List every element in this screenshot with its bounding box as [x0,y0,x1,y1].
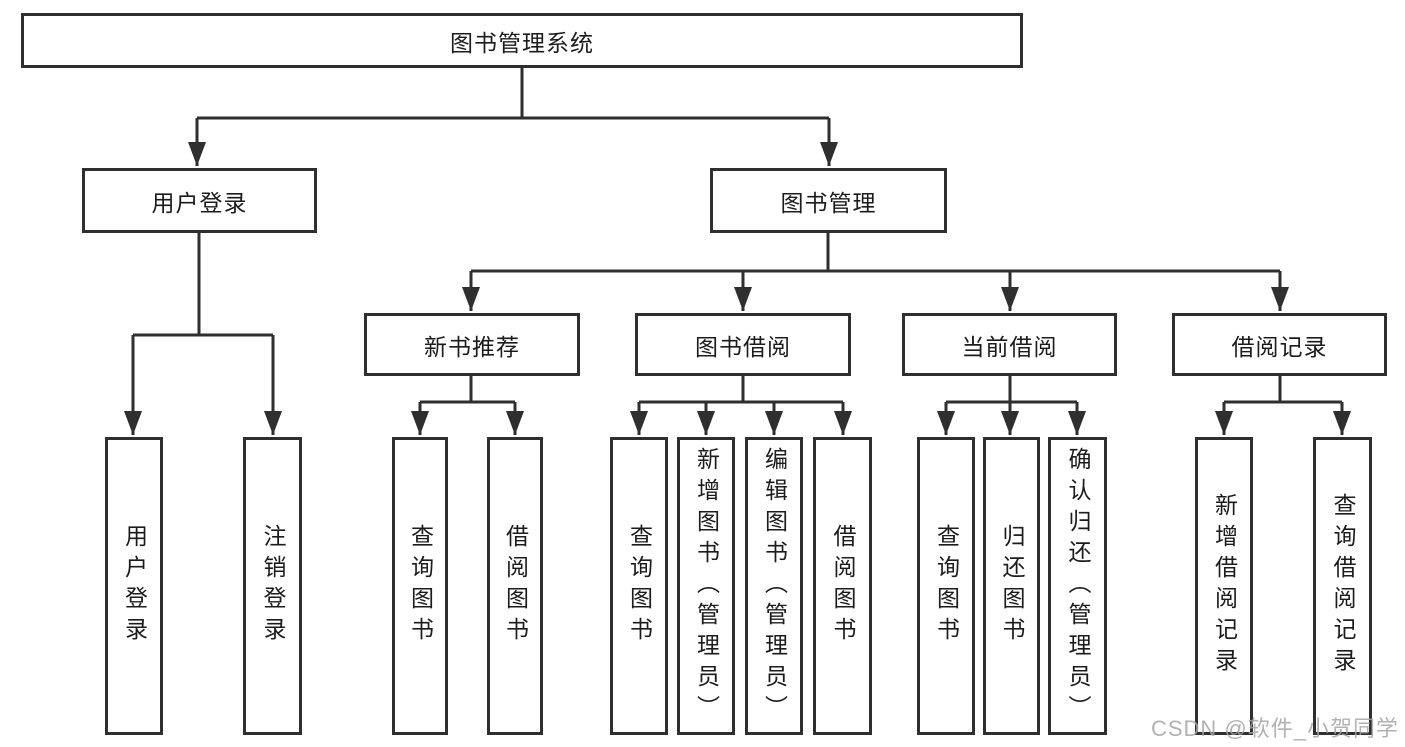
leaf-confirm-return-admin-label: 确认归还（管理员） [1065,446,1091,726]
node-user-login: 用户登录 [82,168,317,233]
csdn-watermark: CSDN @软件_小贺同学 [1150,716,1399,741]
node-new-book-recommend-label: 新书推荐 [424,333,520,360]
leaf-add-book-admin-label: 新增图书（管理员） [693,446,720,726]
leaf-return-book: 归还图书 [983,437,1040,735]
leaf-query-borrow-record: 查询借阅记录 [1313,437,1372,735]
leaf-add-borrow-record-label: 新增借阅记录 [1211,493,1238,679]
node-book-management: 图书管理 [710,168,947,233]
leaf-user-login-label: 用户登录 [121,524,148,648]
node-book-management-label: 图书管理 [780,189,877,216]
leaf-query-books-current: 查询图书 [917,437,975,735]
node-new-book-recommend: 新书推荐 [364,313,580,376]
leaf-edit-book-admin-label: 编辑图书（管理员） [761,446,788,726]
leaf-return-book-label: 归还图书 [999,524,1025,648]
node-borrow-records-label: 借阅记录 [1231,333,1328,360]
node-book-borrow: 图书借阅 [635,313,851,376]
leaf-confirm-return-admin: 确认归还（管理员） [1048,437,1107,735]
leaf-logout: 注销登录 [243,437,302,735]
leaf-edit-book-admin: 编辑图书（管理员） [745,437,803,735]
leaf-logout-label: 注销登录 [260,524,286,648]
node-current-borrow: 当前借阅 [902,313,1117,376]
leaf-add-borrow-record: 新增借阅记录 [1195,437,1253,735]
tree-connectors [124,68,1351,435]
node-borrow-records: 借阅记录 [1172,313,1387,376]
leaf-borrow-books-recommend: 借阅图书 [487,437,543,735]
leaf-query-books-current-label: 查询图书 [933,524,960,648]
leaf-user-login: 用户登录 [105,437,163,735]
leaf-query-books-recommend: 查询图书 [392,437,448,735]
leaf-query-books-borrow-label: 查询图书 [626,524,653,648]
leaf-query-books-borrow: 查询图书 [610,437,668,735]
node-book-borrow-label: 图书借阅 [695,333,791,360]
node-user-login-label: 用户登录 [151,189,248,216]
leaf-query-books-recommend-label: 查询图书 [407,524,434,648]
node-current-borrow-label: 当前借阅 [961,333,1058,360]
node-library-system: 图书管理系统 [21,13,1023,68]
node-library-system-label: 图书管理系统 [450,29,594,56]
leaf-add-book-admin: 新增图书（管理员） [677,437,735,735]
leaf-query-borrow-record-label: 查询借阅记录 [1330,493,1356,679]
leaf-borrow-books-label: 借阅图书 [830,524,856,648]
leaf-borrow-books-recommend-label: 借阅图书 [502,524,529,648]
leaf-borrow-books: 借阅图书 [813,437,872,735]
